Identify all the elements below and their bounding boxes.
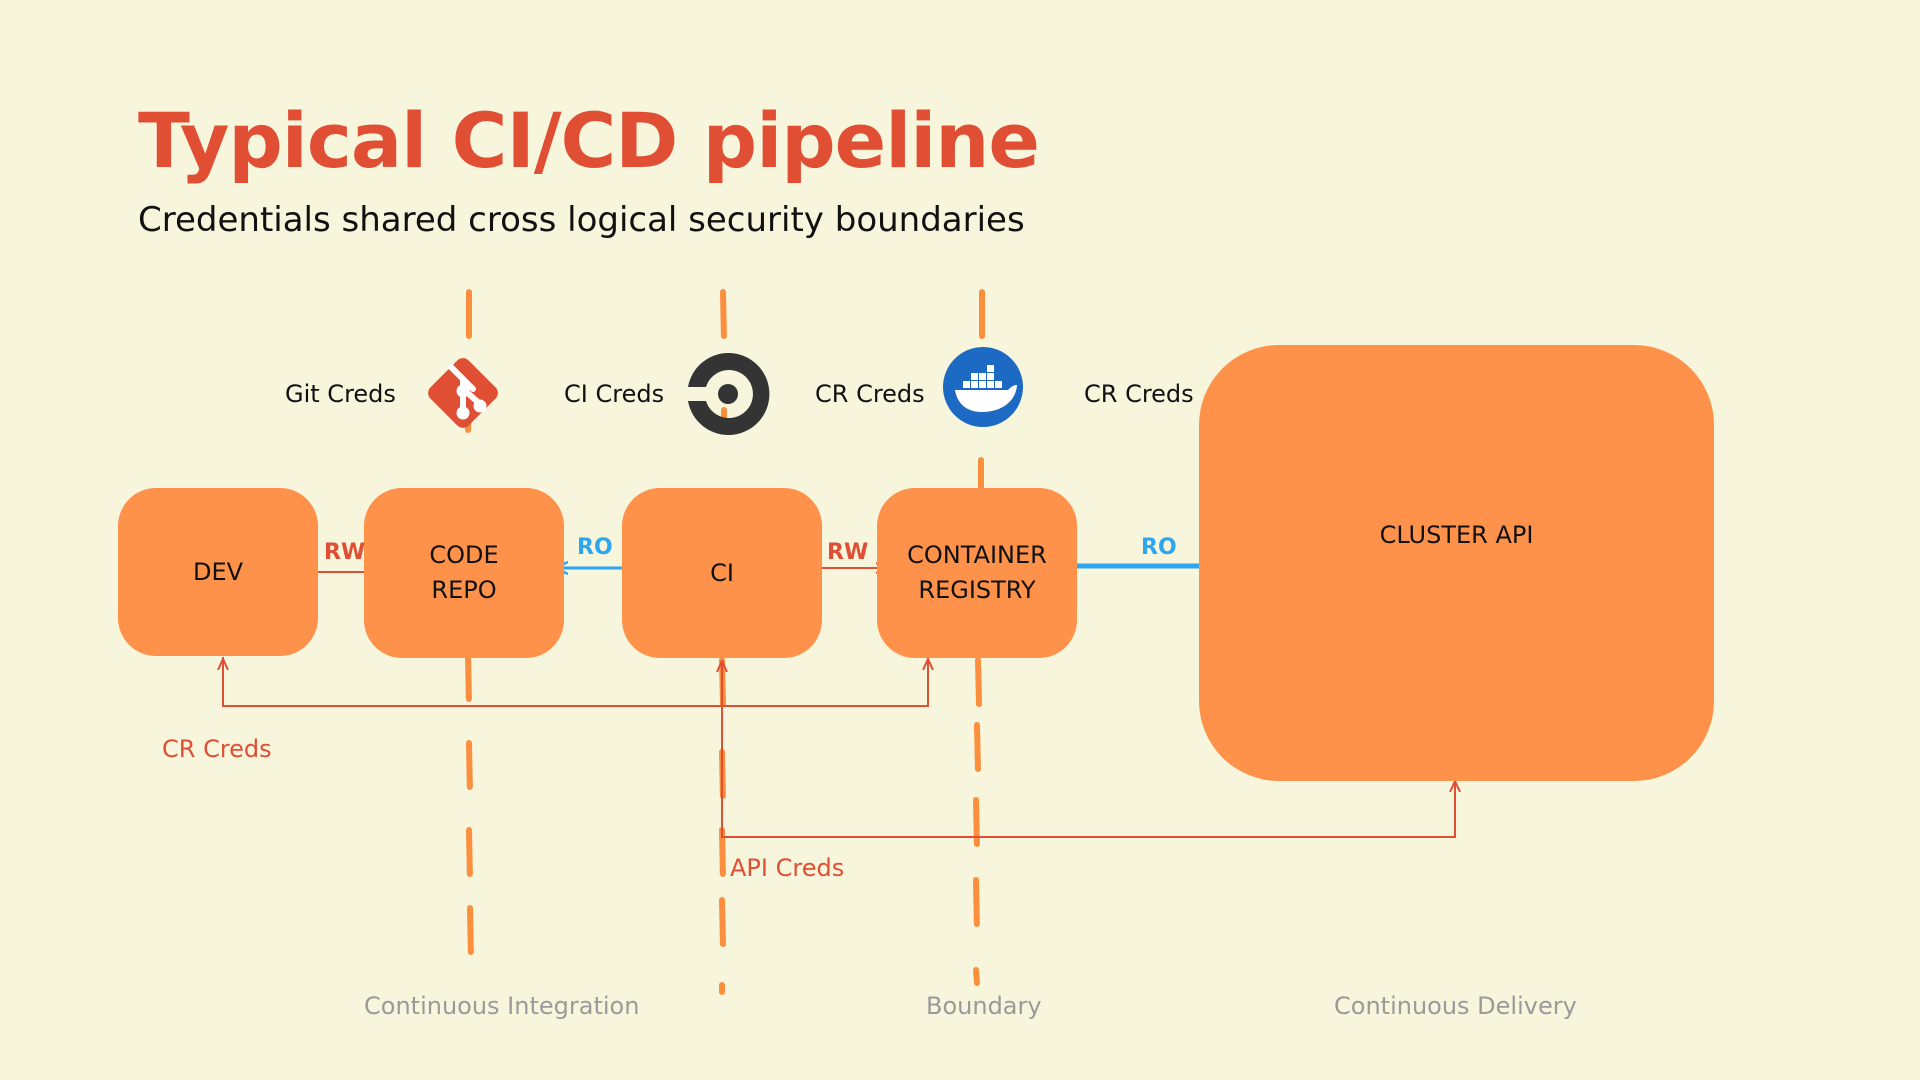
boundary-line-cd [973,289,985,986]
edge-label-cluster-registry: RO [1141,535,1177,560]
edge-label-dev-repo: RW [324,540,366,565]
cr-creds-label-bottom: CR Creds [162,735,272,763]
ci-creds-label: CI Creds [564,380,665,408]
edge-label-ci-registry: RW [827,540,869,565]
node-ci: CI [622,488,822,658]
node-dev: DEV [118,488,318,656]
cr-creds-label-top: CR Creds [815,380,925,408]
page-title: Typical CI/CD pipeline [138,96,1040,185]
git-creds-label: Git Creds [285,380,396,408]
zone-label-ci: Continuous Integration [364,992,640,1020]
cr-creds-label-cd: CR Creds [1084,380,1194,408]
edge-label-ci-repo: RO [577,535,613,560]
docker-icon [942,346,1024,428]
git-icon [417,347,509,439]
cr-creds-connector [222,657,929,707]
zone-label-boundary: Boundary [926,992,1042,1020]
page-subtitle: Credentials shared cross logical securit… [138,200,1025,240]
circleci-icon [683,349,773,439]
node-cluster-api: CLUSTER API [1199,345,1714,781]
zone-label-cd: Continuous Delivery [1334,992,1577,1020]
api-creds-label: API Creds [730,854,845,882]
